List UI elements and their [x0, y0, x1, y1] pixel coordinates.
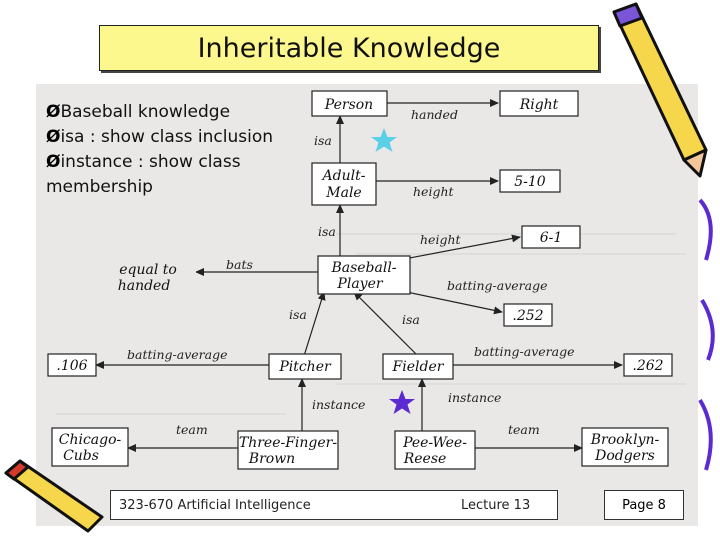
star-icon-cyan	[371, 128, 397, 152]
label-batting-avg-2: batting-average	[127, 347, 228, 362]
label-bats: bats	[226, 257, 253, 272]
pencil-icon-top-right	[612, 2, 715, 471]
svg-text:Reese: Reese	[403, 451, 447, 467]
footer-course: 323-670 Artificial Intelligence	[119, 497, 311, 513]
bullet-list: ØBaseball knowledge Øisa : show class in…	[46, 100, 296, 200]
label-height-2: height	[420, 232, 461, 247]
svg-text:6-1: 6-1	[540, 230, 563, 246]
svg-text:Brown: Brown	[248, 451, 295, 467]
diagram-area: handed isa height isa height bats battin…	[36, 84, 698, 526]
node-262: .262	[623, 353, 673, 377]
label-team-1: team	[176, 422, 208, 437]
node-brooklyn-dodgers: Brooklyn- Dodgers	[581, 427, 669, 467]
svg-text:Chicago-: Chicago-	[59, 432, 122, 448]
scan-texture	[56, 233, 686, 415]
node-equal-to-handed: equal to handed	[108, 260, 196, 296]
pencil-icon-bottom-left	[4, 459, 104, 533]
edge-labels: handed isa height isa height bats battin…	[127, 107, 575, 437]
svg-text:5-10: 5-10	[514, 174, 546, 190]
svg-text:Three-Finger-: Three-Finger-	[239, 435, 337, 451]
svg-text:Adult-: Adult-	[321, 168, 366, 184]
node-person: Person	[311, 90, 388, 117]
svg-text:Person: Person	[324, 97, 373, 113]
star-icon-purple	[389, 390, 415, 414]
svg-text:equal to: equal to	[119, 262, 177, 278]
label-isa-3: isa	[289, 307, 307, 322]
node-adult-male: Adult- Male	[311, 162, 377, 206]
semantic-network: handed isa height isa height bats battin…	[47, 90, 686, 470]
label-batting-avg-3: batting-average	[474, 344, 575, 359]
svg-text:Cubs: Cubs	[63, 448, 99, 464]
bullet-item-isa: Øisa : show class inclusion	[46, 127, 274, 147]
label-isa-1: isa	[314, 133, 332, 148]
svg-text:Male: Male	[325, 185, 361, 201]
node-right: Right	[499, 90, 579, 117]
label-instance-1: instance	[312, 397, 365, 412]
svg-text:.252: .252	[512, 308, 543, 324]
svg-text:Right: Right	[519, 97, 559, 113]
page-number-box: Page 8	[604, 490, 684, 520]
node-6-1: 6-1	[521, 225, 581, 249]
svg-text:Dodgers: Dodgers	[594, 448, 655, 464]
slide-title: Inheritable Knowledge	[197, 32, 501, 64]
label-height-1: height	[413, 184, 454, 199]
label-handed: handed	[411, 107, 458, 122]
svg-text:Pee-Wee-: Pee-Wee-	[402, 435, 467, 451]
svg-text:Baseball-: Baseball-	[330, 260, 396, 276]
node-pitcher: Pitcher	[268, 353, 342, 380]
label-team-2: team	[508, 422, 540, 437]
node-252: .252	[503, 303, 553, 327]
svg-text:Fielder: Fielder	[392, 359, 445, 375]
node-pee-wee-reese: Pee-Wee- Reese	[394, 430, 476, 470]
bullet-item-baseball: ØBaseball knowledge	[46, 102, 231, 122]
svg-text:.262: .262	[632, 358, 663, 374]
edge-isa-pitcher	[303, 291, 326, 357]
node-fielder: Fielder	[382, 353, 454, 380]
title-box: Inheritable Knowledge	[99, 25, 599, 71]
bullet-item-instance: Øinstance : show class membership	[46, 152, 241, 197]
label-instance-2: instance	[448, 390, 501, 405]
node-chicago-cubs: Chicago- Cubs	[51, 427, 129, 467]
svg-text:Pitcher: Pitcher	[278, 359, 332, 375]
svg-text:Brooklyn-: Brooklyn-	[590, 432, 660, 448]
edge-isa-fielder	[353, 291, 419, 357]
page-number: Page 8	[622, 497, 666, 513]
svg-text:.106: .106	[56, 358, 87, 374]
label-batting-avg-1: batting-average	[447, 278, 548, 293]
node-three-finger-brown: Three-Finger- Brown	[237, 430, 339, 470]
footer-bar: 323-670 Artificial Intelligence Lecture …	[110, 490, 558, 520]
svg-text:handed: handed	[118, 278, 171, 294]
svg-text:Player: Player	[336, 276, 383, 292]
label-isa-2: isa	[318, 224, 336, 239]
footer-lecture: Lecture 13	[461, 497, 531, 513]
node-106: .106	[47, 353, 97, 377]
label-isa-4: isa	[402, 312, 420, 327]
node-5-10: 5-10	[499, 169, 561, 193]
node-baseball-player: Baseball- Player	[317, 255, 411, 295]
